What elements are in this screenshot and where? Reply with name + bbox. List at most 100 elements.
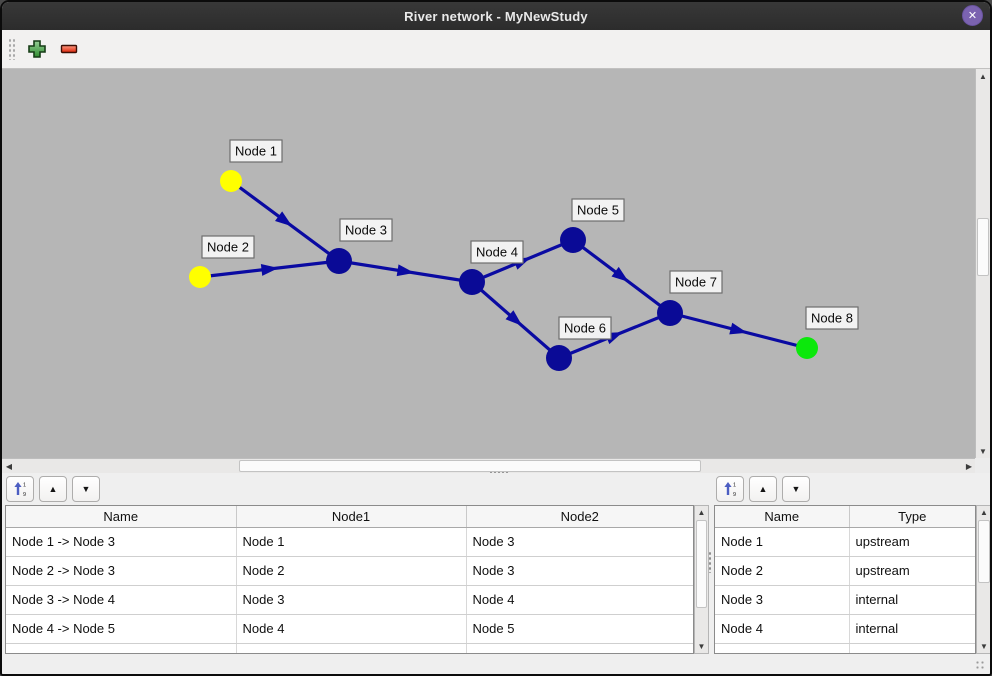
move-node-down-button[interactable]: ▼ bbox=[782, 476, 810, 502]
table-cell[interactable]: Node 2 bbox=[236, 556, 467, 586]
table-cell[interactable]: Node 1 bbox=[236, 527, 467, 557]
scroll-down-button[interactable]: ▼ bbox=[977, 640, 990, 653]
down-triangle-icon: ▼ bbox=[791, 484, 801, 494]
network-node[interactable] bbox=[560, 227, 586, 253]
scroll-thumb[interactable] bbox=[696, 520, 707, 608]
scroll-up-button[interactable]: ▲ bbox=[695, 506, 708, 519]
node-label: Node 7 bbox=[675, 275, 717, 290]
table-cell[interactable]: upstream bbox=[849, 556, 975, 586]
edge-arrow-icon bbox=[505, 310, 523, 326]
node-label: Node 3 bbox=[345, 223, 387, 238]
table-cell[interactable]: Node 5 bbox=[466, 614, 693, 644]
node-label-box bbox=[201, 235, 255, 259]
column-header[interactable]: Name bbox=[715, 506, 850, 528]
column-header[interactable]: Name bbox=[6, 506, 237, 528]
move-branch-down-button[interactable]: ▼ bbox=[72, 476, 100, 502]
add-node-button[interactable] bbox=[24, 36, 50, 62]
column-header[interactable]: Type bbox=[849, 506, 975, 528]
edge-arrow-icon bbox=[260, 263, 279, 276]
node-label-box bbox=[805, 306, 859, 330]
down-arrow-icon: ▼ bbox=[980, 642, 988, 651]
network-node[interactable] bbox=[796, 337, 818, 359]
table-cell[interactable]: Node 2 bbox=[715, 556, 850, 586]
network-node[interactable] bbox=[189, 266, 211, 288]
node-label-box bbox=[558, 316, 612, 340]
branches-table-scrollbar[interactable]: ▲ ▼ bbox=[694, 505, 709, 654]
up-triangle-icon: ▲ bbox=[758, 484, 768, 494]
vertical-scroll-thumb[interactable] bbox=[977, 218, 989, 276]
down-arrow-icon: ▼ bbox=[979, 446, 987, 456]
table-cell[interactable]: Node 3 bbox=[466, 556, 693, 586]
branches-toolbar: 1 9 ▲ ▼ bbox=[6, 476, 100, 502]
table-row-empty bbox=[6, 643, 693, 653]
remove-node-button[interactable] bbox=[56, 36, 82, 62]
window-resize-grip[interactable] bbox=[975, 660, 985, 670]
table-cell[interactable]: Node 2 -> Node 3 bbox=[6, 556, 237, 586]
svg-text:9: 9 bbox=[733, 492, 736, 497]
up-arrow-icon: ▲ bbox=[979, 71, 987, 81]
network-node[interactable] bbox=[657, 300, 683, 326]
up-arrow-icon: ▲ bbox=[697, 508, 706, 517]
node-label: Node 2 bbox=[207, 240, 249, 255]
network-node[interactable] bbox=[546, 345, 572, 371]
sort-branches-button[interactable]: 1 9 bbox=[6, 476, 34, 502]
scroll-left-button[interactable]: ◀ bbox=[2, 459, 16, 473]
horizontal-scroll-thumb[interactable] bbox=[239, 460, 701, 472]
scroll-down-button[interactable]: ▼ bbox=[976, 444, 990, 458]
table-cell[interactable]: Node 4 -> Node 5 bbox=[6, 614, 237, 644]
table-cell[interactable]: Node 3 bbox=[466, 527, 693, 557]
canvas-horizontal-scrollbar[interactable]: ◀ ▶ bbox=[2, 458, 976, 473]
network-node[interactable] bbox=[459, 269, 485, 295]
close-button[interactable]: ✕ bbox=[962, 5, 983, 26]
left-arrow-icon: ◀ bbox=[5, 461, 13, 471]
column-header[interactable]: Node2 bbox=[466, 506, 693, 528]
move-branch-up-button[interactable]: ▲ bbox=[39, 476, 67, 502]
sort-ascending-icon: 1 9 bbox=[14, 482, 26, 497]
down-triangle-icon: ▼ bbox=[81, 484, 91, 494]
canvas-vertical-scrollbar[interactable]: ▲ ▼ bbox=[975, 69, 990, 458]
table-cell[interactable]: upstream bbox=[849, 527, 975, 557]
network-node[interactable] bbox=[220, 170, 242, 192]
scroll-down-button[interactable]: ▼ bbox=[695, 640, 708, 653]
scroll-up-button[interactable]: ▲ bbox=[976, 69, 990, 83]
up-triangle-icon: ▲ bbox=[48, 484, 58, 494]
edge-arrow-icon bbox=[729, 322, 748, 335]
column-header[interactable]: Node1 bbox=[236, 506, 467, 528]
scroll-thumb[interactable] bbox=[978, 520, 990, 583]
vertical-splitter[interactable] bbox=[708, 551, 712, 573]
table-cell[interactable]: Node 3 bbox=[715, 585, 850, 615]
table-cell[interactable]: Node 4 bbox=[236, 614, 467, 644]
title-bar: River network - MyNewStudy ✕ bbox=[2, 2, 990, 30]
scroll-up-button[interactable]: ▲ bbox=[977, 506, 990, 519]
node-label-box bbox=[339, 218, 393, 242]
nodes-table-scrollbar[interactable]: ▲ ▼ bbox=[976, 505, 990, 654]
table-cell[interactable]: Node 4 bbox=[715, 614, 850, 644]
scroll-right-button[interactable]: ▶ bbox=[962, 459, 976, 473]
sort-nodes-button[interactable]: 1 9 bbox=[716, 476, 744, 502]
node-label-box bbox=[229, 139, 283, 163]
svg-text:9: 9 bbox=[23, 492, 26, 497]
table-cell[interactable]: Node 1 -> Node 3 bbox=[6, 527, 237, 557]
network-node[interactable] bbox=[326, 248, 352, 274]
node-label-box bbox=[470, 240, 524, 264]
table-cell[interactable]: Node 3 -> Node 4 bbox=[6, 585, 237, 615]
table-cell[interactable]: Node 1 bbox=[715, 527, 850, 557]
table-cell[interactable]: internal bbox=[849, 614, 975, 644]
toolbar-grip[interactable] bbox=[8, 38, 16, 60]
table-cell[interactable]: internal bbox=[849, 585, 975, 615]
table-cell[interactable]: Node 4 bbox=[466, 585, 693, 615]
move-node-up-button[interactable]: ▲ bbox=[749, 476, 777, 502]
table-cell[interactable]: Node 3 bbox=[236, 585, 467, 615]
